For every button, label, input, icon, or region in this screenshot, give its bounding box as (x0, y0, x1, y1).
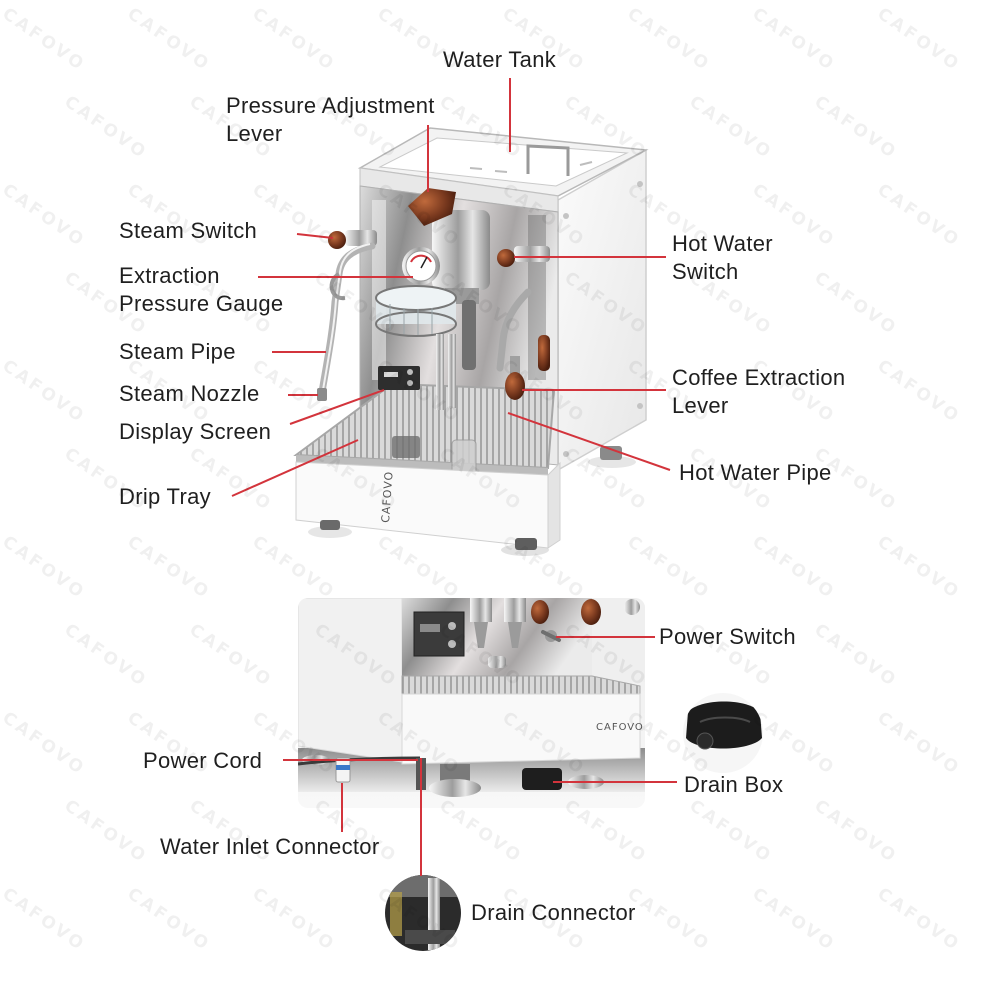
coffee-spout-tip (474, 622, 488, 648)
display-button (407, 369, 413, 375)
side-panel (298, 598, 403, 763)
coffee-spout (504, 598, 526, 622)
drain-connector-inset (385, 875, 461, 951)
inset-detail (405, 930, 455, 944)
leader-drip-tray (231, 439, 359, 497)
brew-group (432, 210, 490, 290)
foot (440, 764, 470, 784)
callout-drain-box: Drain Box (684, 772, 784, 797)
callout-hot-water-pipe: Hot Water Pipe (679, 460, 832, 485)
inlet-band (336, 765, 350, 770)
espresso-machine-front-view: CAFOVO (293, 127, 649, 556)
coffee-spout (436, 334, 444, 410)
pressure-gauge-scale (410, 254, 432, 263)
callout-drain-connector: Drain Connector (471, 900, 636, 925)
hot-water-switch-knob (497, 249, 515, 267)
brand-logo: CAFOVO (596, 722, 644, 733)
hot-water-valve-body (514, 246, 550, 262)
water-inlet-connector (335, 757, 351, 783)
steam-switch-knob (328, 231, 346, 249)
foot (600, 446, 622, 460)
callout-drip-tray: Drip Tray (119, 484, 211, 509)
portafilter-cup-top (375, 285, 457, 311)
foot (429, 779, 481, 797)
callout-steam-pipe: Steam Pipe (119, 339, 236, 364)
hot-water-pipe (496, 288, 532, 372)
steam-valve-body (345, 230, 377, 246)
side-panel (557, 148, 647, 472)
drain-box-outlet (696, 732, 714, 750)
callout-coffee-extraction-lever: Coffee Extraction Lever (672, 365, 846, 418)
callout-display-screen: Display Screen (119, 419, 272, 444)
drip-tray-lip (296, 455, 548, 475)
group-side-tube (462, 300, 476, 370)
display-button (407, 380, 413, 386)
callout-power-cord: Power Cord (143, 748, 263, 773)
foot (320, 520, 340, 530)
screw (637, 403, 643, 409)
wood-knob (531, 600, 549, 624)
callout-hot-water-switch: Hot Water Switch (672, 231, 773, 284)
coffee-spout (448, 334, 456, 408)
screw (637, 181, 643, 187)
pressure-adjustment-lever (408, 188, 456, 226)
callout-water-inlet-connector: Water Inlet Connector (160, 834, 380, 859)
callout-water-tank: Water Tank (443, 47, 557, 72)
tank-slot (494, 170, 508, 173)
power-switch (541, 630, 561, 642)
steam-pipe-highlight (322, 243, 371, 391)
display-screen (413, 611, 465, 657)
brand-logo: CAFOVO (379, 470, 396, 523)
tank-slot (469, 167, 483, 170)
coffee-extraction-lever (505, 372, 525, 400)
chrome-knob (624, 599, 640, 615)
inset-detail (390, 892, 402, 936)
screw (563, 213, 569, 219)
screw (563, 451, 569, 457)
wood-handle (538, 335, 550, 371)
chrome-knob (488, 656, 506, 668)
steam-nozzle (317, 388, 327, 401)
coffee-spout-tip (508, 622, 522, 648)
machine-underside-photo: CAFOVO (298, 598, 645, 808)
callout-pressure-adjustment-lever: Pressure Adjustment Lever (226, 93, 435, 146)
base-housing (401, 693, 641, 765)
drain-box (522, 768, 562, 790)
water-tank-inner (378, 137, 629, 187)
power-switch-toggle (541, 630, 561, 642)
wood-knob (581, 599, 601, 625)
tray-accessory (392, 436, 420, 458)
drain-box-inset (683, 693, 763, 773)
drip-tray (401, 675, 641, 695)
display-button (448, 622, 456, 630)
callout-extraction-pressure-gauge: Extraction Pressure Gauge (119, 263, 284, 316)
portafilter-cup-bottom (375, 311, 457, 337)
display-screen (378, 366, 420, 390)
foot-shadow (308, 526, 352, 538)
coffee-spout (470, 598, 492, 622)
lever-stem (510, 356, 520, 376)
inset-background (385, 875, 461, 897)
display-segment (384, 372, 398, 377)
tank-slot (579, 161, 593, 166)
leader-hot-water-pipe (507, 412, 671, 471)
foot-shadow (588, 456, 636, 468)
leader-display-screen (289, 389, 385, 425)
display-button (448, 640, 456, 648)
foot (515, 538, 537, 550)
callout-power-switch: Power Switch (659, 624, 796, 649)
display-segment (420, 624, 440, 632)
callout-steam-nozzle: Steam Nozzle (119, 381, 260, 406)
callout-steam-switch: Steam Switch (119, 218, 258, 243)
drain-box-ridge (699, 716, 751, 723)
water-tank-handle (526, 144, 570, 176)
pressure-gauge-needle (420, 256, 428, 269)
leader-steam-switch (296, 233, 334, 239)
base-side (547, 461, 561, 549)
leader-lines (231, 78, 677, 876)
steam-pipe-loop (329, 272, 346, 301)
